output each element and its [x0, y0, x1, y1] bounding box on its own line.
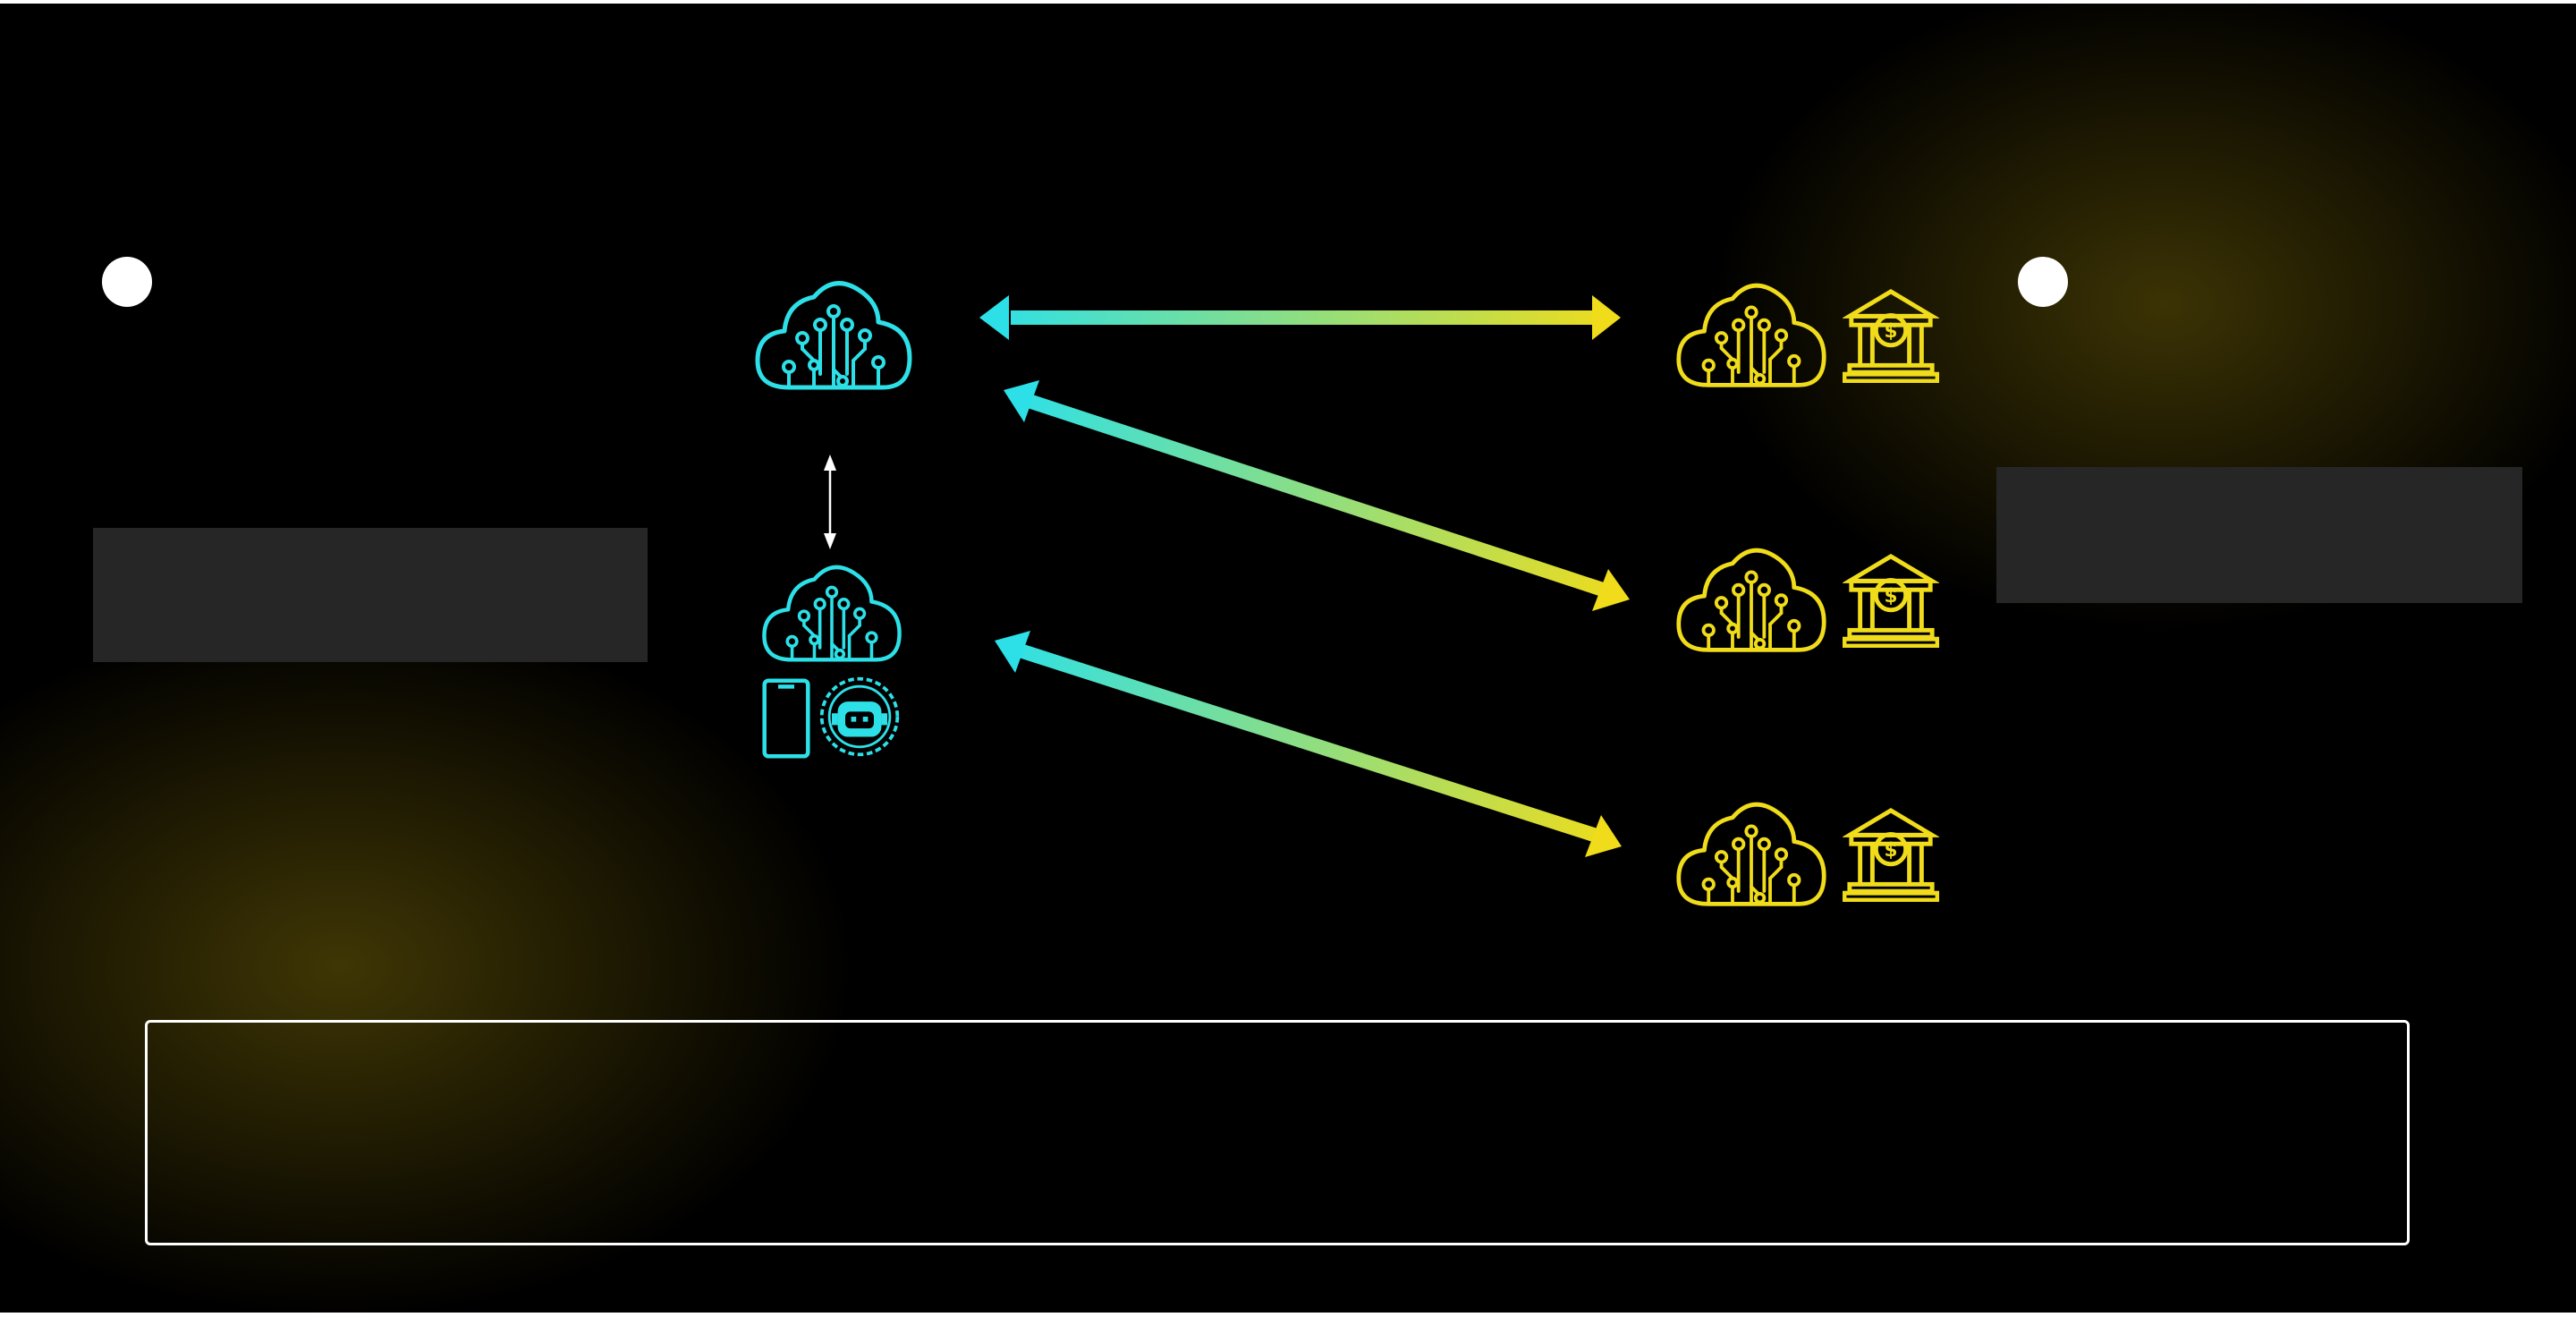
provider-1-cloud-icon	[1679, 285, 1824, 385]
top-border	[0, 0, 2576, 4]
device-cloud-icon	[764, 567, 899, 659]
provider-3-bank-coin-icon	[1844, 811, 1937, 900]
arrow-client-to-provider-2	[1004, 380, 1630, 611]
robot-face-icon	[819, 676, 900, 757]
provider-2-bank-coin-icon	[1844, 557, 1937, 646]
left-bullet-dot	[102, 257, 152, 307]
arrow-client-to-provider-1	[979, 295, 1621, 340]
right-label-placeholder	[1996, 467, 2522, 603]
arrow-device-to-provider-3	[995, 631, 1622, 857]
client-cloud-icon	[758, 284, 910, 387]
smartphone-icon	[765, 681, 809, 757]
arrow-cloud-to-device	[824, 455, 836, 549]
provider-3-cloud-icon	[1679, 804, 1824, 904]
provider-2-cloud-icon	[1679, 550, 1824, 650]
right-bullet-dot	[2018, 257, 2068, 307]
caption-panel	[145, 1020, 2410, 1245]
left-label-placeholder	[93, 528, 648, 662]
bottom-border	[0, 1313, 2576, 1317]
provider-1-bank-coin-icon	[1844, 292, 1937, 381]
